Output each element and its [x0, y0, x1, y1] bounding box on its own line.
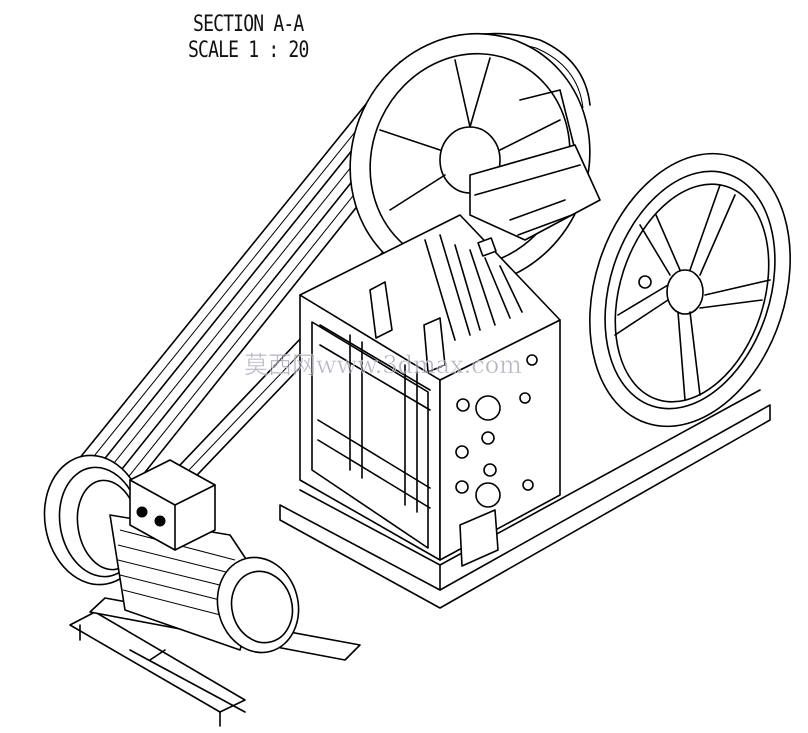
drawing-title-block: SECTION A-A SCALE 1 : 20	[188, 12, 335, 64]
watermark: 莫西网www.3dmax.com	[244, 351, 523, 380]
front-flywheel	[589, 152, 791, 428]
electric-motor	[43, 454, 361, 727]
crusher-frame	[279, 144, 771, 609]
section-label: SECTION A-A	[193, 12, 304, 37]
scale-label: SCALE 1 : 20	[188, 38, 309, 63]
